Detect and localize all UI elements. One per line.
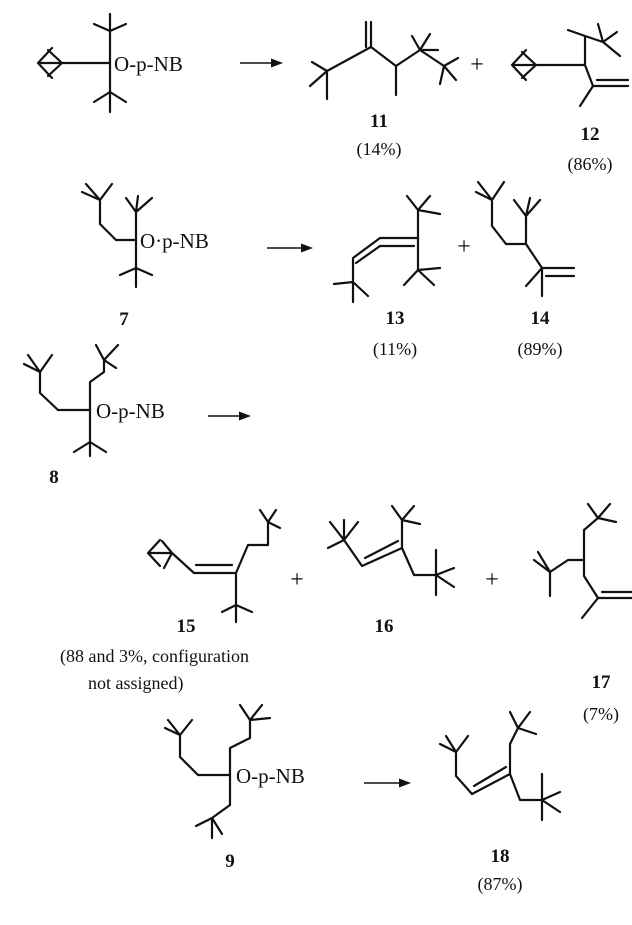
reaction-arrow-4 <box>364 778 411 788</box>
compound-11-yield: (14%) <box>357 139 402 160</box>
compound-7-number: 7 <box>119 309 129 330</box>
compound-9-number: 9 <box>225 851 235 872</box>
compound-18-number: 18 <box>491 846 510 867</box>
compound-8-number: 8 <box>49 467 59 488</box>
compound-18-structure <box>438 710 562 822</box>
compound-16-number: 16 <box>375 616 394 637</box>
reaction-arrow-3 <box>208 411 251 421</box>
reactant-1-structure: O-p-NB <box>36 12 183 114</box>
compound-12-structure <box>510 22 630 108</box>
compound-14-structure <box>474 180 576 298</box>
reactant-8-leaving-group: O-p-NB <box>96 399 165 423</box>
compound-11-number: 11 <box>370 111 388 132</box>
compound-13-structure <box>332 194 442 304</box>
compound-14-number: 14 <box>531 308 551 329</box>
compound-15-number: 15 <box>177 616 196 637</box>
compound-16-structure <box>326 504 456 597</box>
reactant-9-leaving-group: O-p-NB <box>236 764 305 788</box>
compound-13-number: 13 <box>386 308 405 329</box>
plus-sign-2: + <box>457 234 471 260</box>
compound-12-number: 12 <box>581 124 600 145</box>
reaction-arrow-2 <box>267 243 313 253</box>
plus-sign-1: + <box>470 52 484 78</box>
reactant-8-structure: O-p-NB <box>22 343 165 458</box>
compounds-15-16-note-line-1: (88 and 3%, configuration <box>60 646 249 667</box>
compound-14-yield: (89%) <box>518 339 563 360</box>
reactant-9-structure: O-p-NB <box>163 703 305 840</box>
compound-17-number: 17 <box>592 672 612 693</box>
compound-18-yield: (87%) <box>478 874 523 895</box>
compound-15-structure <box>146 508 282 624</box>
reaction-arrow-1 <box>240 58 283 68</box>
reactant-7-leaving-group: O·p-NB <box>140 229 209 253</box>
compounds-15-16-note-line-2: not assigned) <box>88 673 183 694</box>
reactant-1-leaving-group: O-p-NB <box>114 52 183 76</box>
compound-13-yield: (11%) <box>373 339 417 360</box>
compound-17-yield: (7%) <box>583 704 619 725</box>
compound-12-yield: (86%) <box>568 154 613 175</box>
reactant-7-structure: O·p-NB <box>80 182 209 289</box>
plus-sign-4: + <box>485 567 499 593</box>
plus-sign-3: + <box>290 567 304 593</box>
compound-11-structure <box>308 20 460 101</box>
compound-17-structure <box>532 502 632 620</box>
